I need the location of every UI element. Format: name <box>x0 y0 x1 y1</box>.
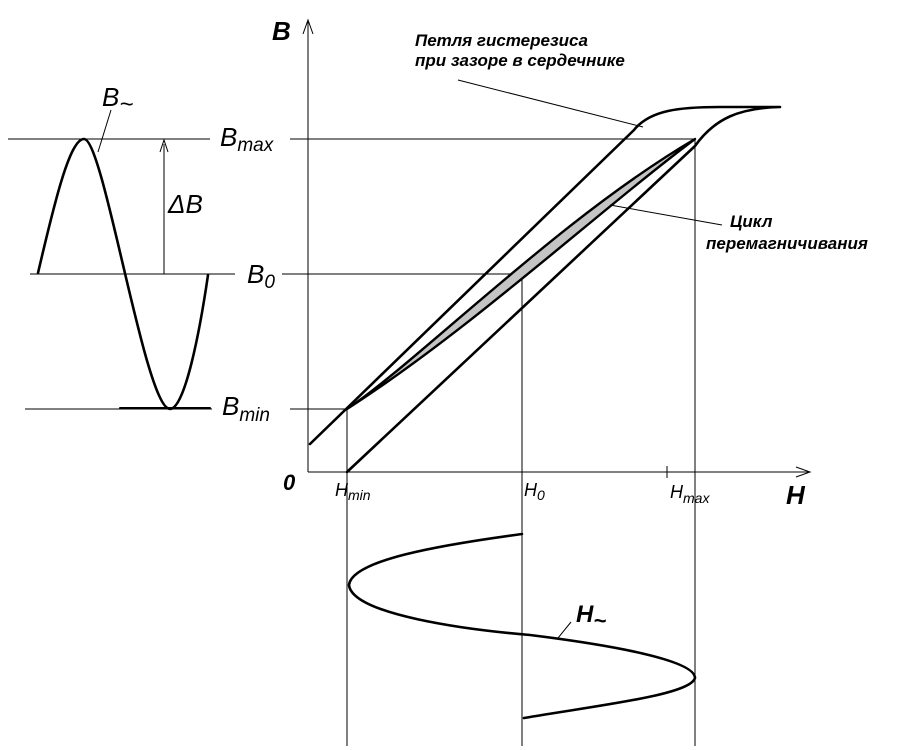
h-max-label: Hmax <box>670 482 710 506</box>
h-axis-label: H <box>786 480 806 510</box>
h-zero-label: H0 <box>524 480 545 503</box>
b-wave-leader <box>97 109 112 153</box>
b-sine-wave <box>36 137 210 411</box>
b-axis-arrow <box>302 18 314 35</box>
b-max-label: Bmax <box>220 122 275 156</box>
gap-hysteresis-loop <box>308 105 782 474</box>
h-wave <box>347 532 697 720</box>
cycle-leader <box>609 204 723 226</box>
b-wave-label: B~ <box>102 82 133 118</box>
h-min-label: Hmin <box>335 480 371 503</box>
h-axis-arrow <box>795 466 812 478</box>
cycle-caption-1: Цикл <box>730 212 773 231</box>
gap-loop-caption-2: при зазоре в сердечнике <box>415 51 625 70</box>
h-wave-label: H~ <box>576 601 606 633</box>
gap-loop-caption-1: Петля гистерезиса <box>415 31 588 50</box>
b-zero-label: B0 <box>247 259 275 293</box>
cycle-caption-2: перемагничивания <box>706 234 868 253</box>
origin-label: 0 <box>283 470 296 495</box>
delta-b-arrowhead <box>159 138 169 153</box>
h-wave-leader <box>557 621 572 639</box>
remagnetization-cycle <box>345 137 697 411</box>
b-min-label: Bmin <box>222 391 270 426</box>
b-axis-label: B <box>272 16 291 46</box>
delta-b-label: ΔB <box>167 189 203 219</box>
gap-loop-leader <box>457 79 644 128</box>
